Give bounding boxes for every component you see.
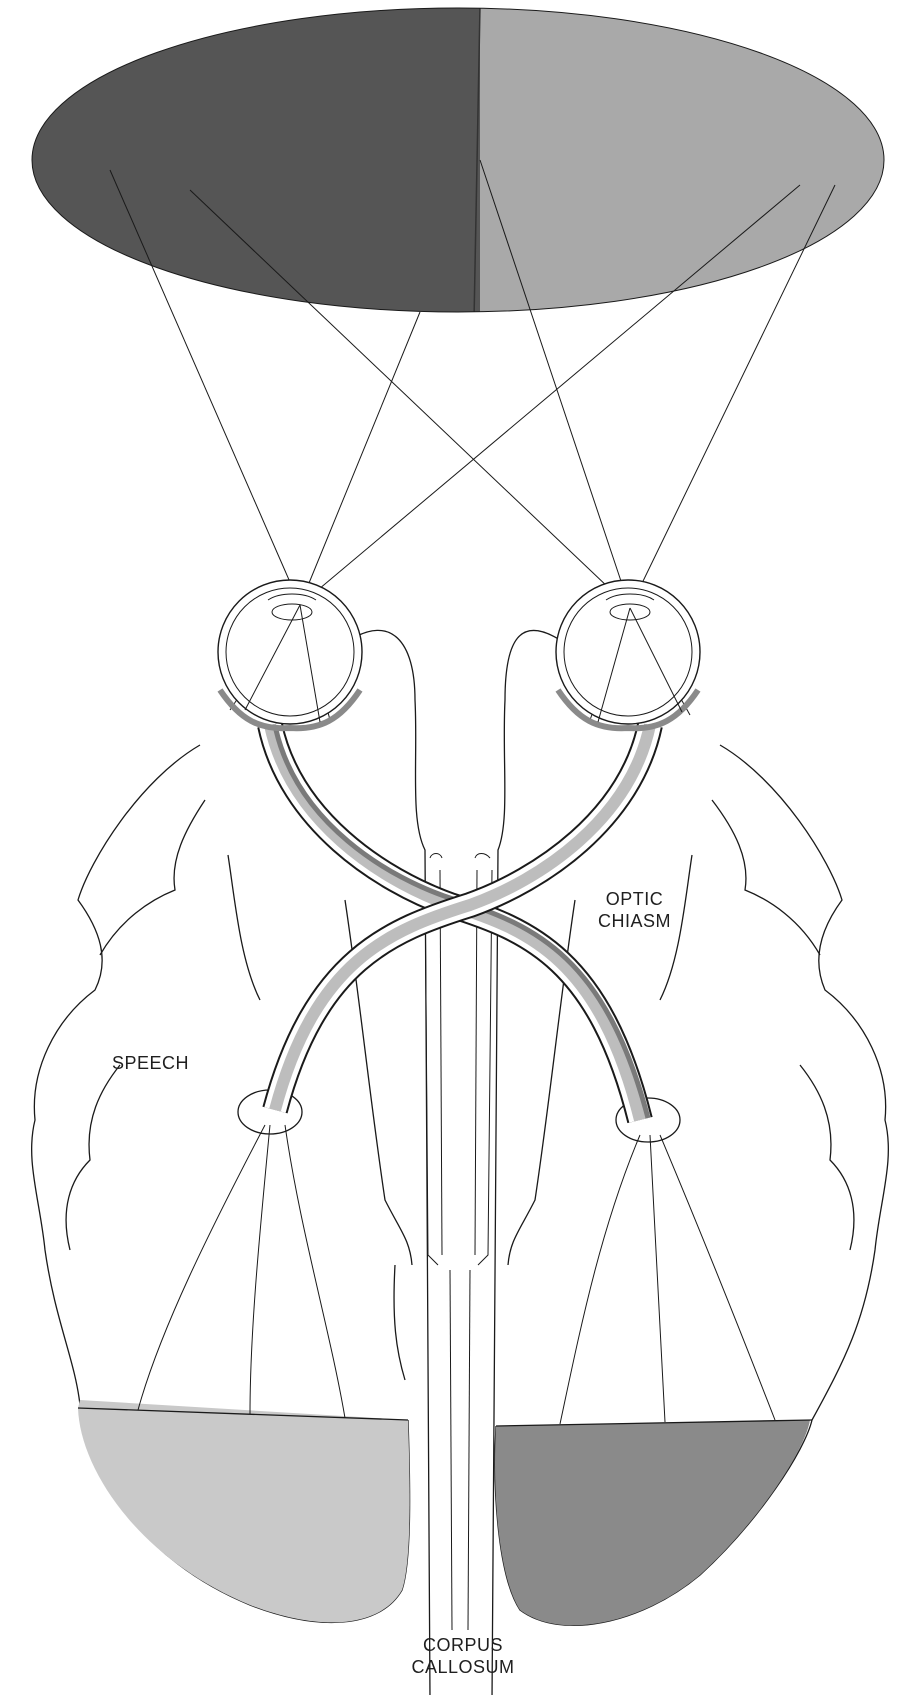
optic-radiations: [138, 1125, 775, 1424]
left-visual-field-half: [20, 0, 480, 330]
optic-chiasm-label-line2: CHIASM: [598, 910, 671, 932]
corpus-callosum-label-line2: CALLOSUM: [408, 1656, 518, 1678]
right-eye: [556, 580, 700, 728]
optic-chiasm-label: OPTIC CHIASM: [598, 888, 671, 932]
optic-chiasm-label-line1: OPTIC: [598, 888, 671, 910]
corpus-callosum-label-line1: CORPUS: [408, 1634, 518, 1656]
corpus-callosum: [425, 854, 492, 1631]
speech-label: SPEECH: [112, 1052, 189, 1074]
right-visual-cortex: [490, 1415, 820, 1655]
left-eye: [218, 580, 362, 728]
visual-field: [20, 0, 900, 330]
right-visual-field-half: [480, 0, 900, 330]
optic-pathways: [270, 725, 650, 1120]
corpus-callosum-label: CORPUS CALLOSUM: [408, 1634, 518, 1678]
left-visual-cortex: [60, 1395, 420, 1655]
